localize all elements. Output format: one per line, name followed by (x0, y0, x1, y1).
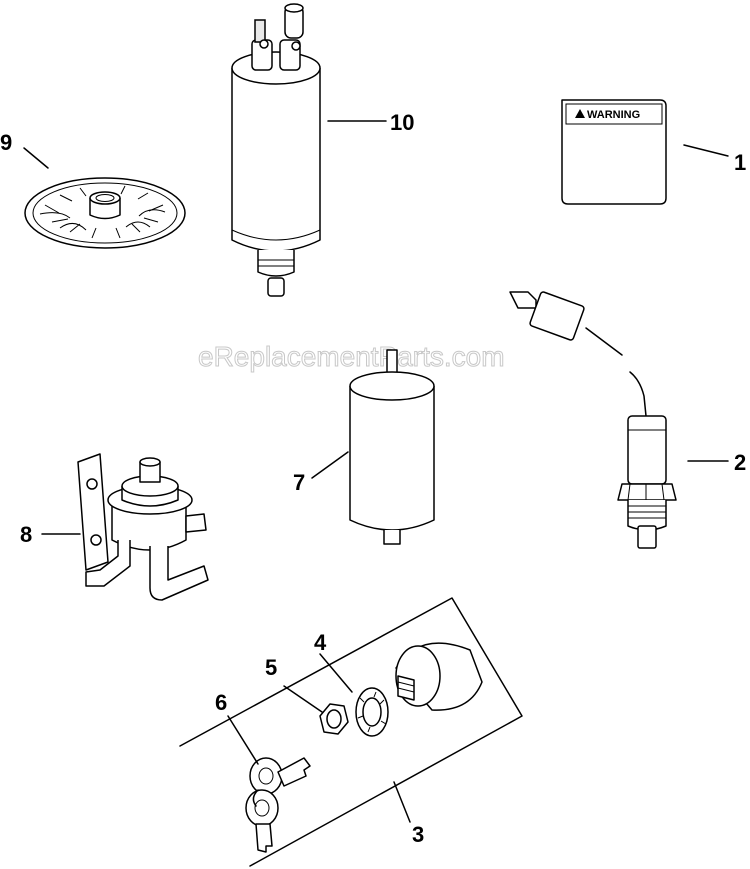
part-8-pressure-regulator[interactable] (77, 453, 209, 601)
callout-6: 6 (215, 690, 227, 715)
part-9-screen[interactable] (24, 177, 186, 249)
part-3-ignition-switch[interactable] (179, 597, 523, 867)
part-1-warning-decal[interactable]: WARNING (561, 99, 667, 205)
warning-triangle-icon (575, 109, 585, 118)
part-2-oxygen-sensor[interactable] (509, 291, 677, 549)
callout-1: 1 (734, 150, 746, 175)
callout-2: 2 (734, 450, 746, 475)
callout-10: 10 (390, 110, 414, 135)
callout-8: 8 (20, 522, 32, 547)
callout-3: 3 (412, 822, 424, 847)
callout-5: 5 (265, 655, 277, 680)
warning-label-text: WARNING (587, 109, 640, 121)
part-10-fuel-pump[interactable] (231, 3, 321, 297)
callouts: 9 10 1 2 7 8 4 5 6 3 (0, 110, 746, 847)
part-6-keys[interactable] (245, 757, 311, 853)
watermark: eReplacementParts.com (198, 341, 505, 372)
part-4-lock-washer[interactable] (355, 687, 389, 737)
part-7-fuel-filter[interactable] (349, 349, 435, 545)
leader-lines (23, 120, 729, 823)
callout-4: 4 (314, 630, 327, 655)
callout-9: 9 (0, 130, 12, 155)
part-5-hex-nut[interactable] (319, 703, 349, 735)
callout-7: 7 (293, 470, 305, 495)
